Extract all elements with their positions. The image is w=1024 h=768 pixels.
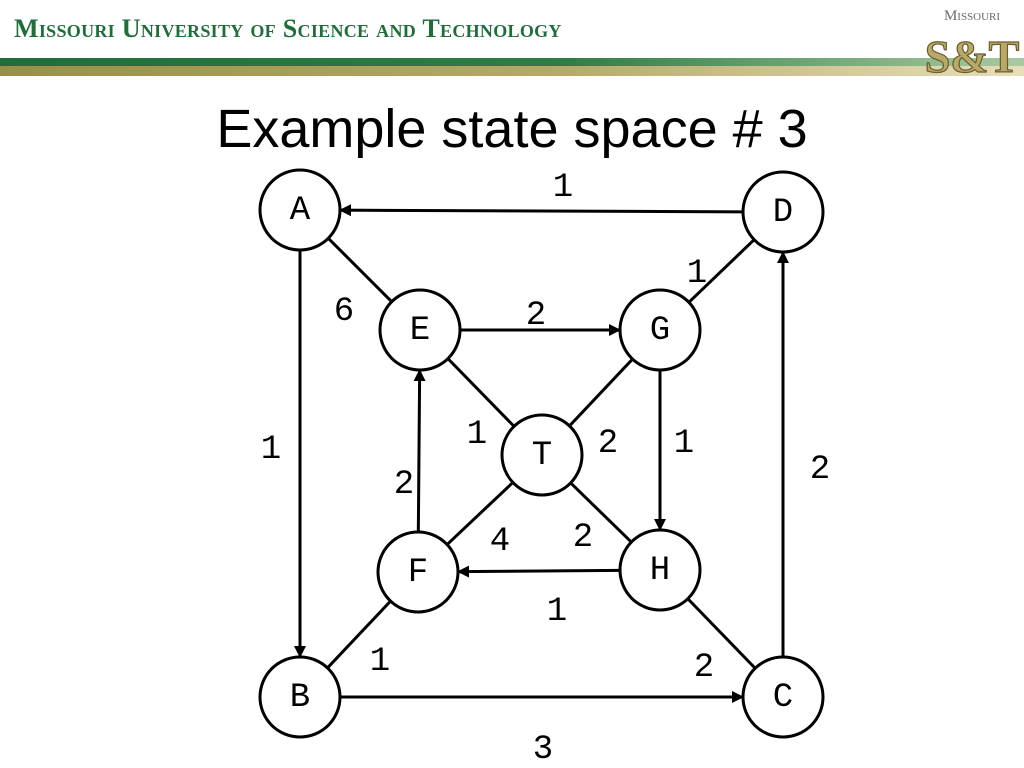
node-label-f: F: [408, 554, 428, 592]
edge-weight-f-t: 4: [490, 523, 510, 561]
edge-a-e: [327, 237, 393, 303]
arrow-d-a: [338, 204, 744, 217]
edge-h-t: [569, 481, 633, 544]
node-circle-d: [741, 170, 825, 254]
node-label-t: T: [532, 437, 552, 475]
slide-header: Missouri University of Science and Techn…: [0, 0, 1024, 90]
node-label-e: E: [410, 312, 430, 350]
node-label-c: C: [773, 679, 793, 717]
edge-e-t: [446, 357, 516, 428]
logo-monogram-text: S&T: [925, 31, 1020, 80]
edge-weight-g-t: 2: [598, 425, 618, 463]
node-circle-c: [741, 655, 825, 739]
edge-weight-c-h: 2: [694, 649, 714, 687]
node-t: T: [500, 413, 584, 497]
university-logo: Missouri S&T: [924, 8, 1020, 80]
node-e: E: [378, 288, 462, 372]
node-circle-t: [500, 413, 584, 497]
edge-weight-b-f: 1: [370, 643, 390, 681]
edge-weight-g-h: 1: [674, 425, 694, 463]
header-gold-bar: [0, 66, 1024, 76]
edge-f-t: [446, 481, 514, 546]
node-label-h: H: [650, 552, 670, 590]
node-label-b: B: [290, 679, 310, 717]
node-circle-a: [258, 168, 342, 252]
node-circle-g: [618, 288, 702, 372]
edge-weight-h-f: 1: [547, 593, 567, 631]
arrow-h-f: [456, 565, 621, 578]
edge-c-h: [686, 597, 757, 670]
node-d: D: [741, 170, 825, 254]
node-label-g: G: [650, 312, 670, 350]
university-name: Missouri University of Science and Techn…: [14, 14, 562, 43]
edge-weight-f-e: 2: [394, 466, 414, 504]
node-circle-e: [378, 288, 462, 372]
edge-b-f: [326, 600, 392, 669]
edge-weight-e-g: 2: [526, 297, 546, 335]
slide-title: Example state space # 3: [216, 99, 808, 159]
edge-d-g: [687, 238, 756, 304]
logo-monogram: S&T: [924, 30, 1020, 80]
node-h: H: [618, 528, 702, 612]
node-circle-h: [618, 528, 702, 612]
edge-weight-a-b: 1: [261, 431, 281, 469]
edge-weight-a-e: 6: [334, 293, 354, 331]
edge-weight-d-a: 1: [553, 169, 573, 207]
node-label-a: A: [290, 192, 311, 230]
node-circle-b: [258, 655, 342, 739]
edge-weight-b-c: 3: [533, 731, 553, 768]
arrow-f-e: [413, 368, 426, 533]
edge-weight-h-t: 2: [573, 519, 593, 557]
node-g: G: [618, 288, 702, 372]
node-a: A: [258, 168, 342, 252]
edge-weight-d-g: 1: [687, 255, 707, 293]
header-green-bar: [0, 58, 1024, 66]
node-f: F: [376, 530, 460, 614]
node-label-d: D: [773, 194, 793, 232]
logo-wordmark: Missouri: [943, 8, 1001, 24]
node-c: C: [741, 655, 825, 739]
edge-weight-c-d: 2: [810, 451, 830, 489]
edge-weight-e-t: 1: [467, 416, 487, 454]
node-b: B: [258, 655, 342, 739]
edge-g-t: [568, 358, 634, 427]
node-circle-f: [376, 530, 460, 614]
